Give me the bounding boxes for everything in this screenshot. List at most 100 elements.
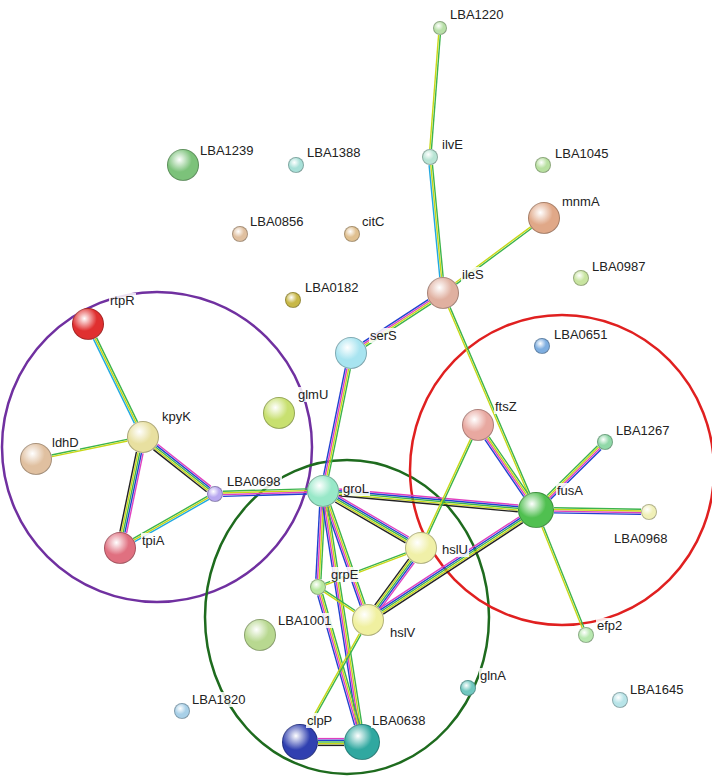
protein-node: LBA0638: [344, 724, 380, 760]
edge-strand: [327, 369, 349, 476]
protein-node: hslU: [405, 532, 437, 564]
node-label: LBA1267: [615, 423, 671, 438]
edge-strand: [380, 518, 520, 609]
node-label: kpyK: [161, 409, 192, 424]
interaction-edge: [375, 559, 415, 609]
node-label: tpiA: [141, 533, 165, 548]
protein-node: LBA0968: [641, 504, 657, 520]
node-label: efp2: [596, 618, 623, 633]
edge-strand: [364, 301, 429, 344]
cluster-circle: [2, 292, 312, 602]
edge-strand: [318, 743, 344, 744]
interaction-edge: [485, 437, 528, 497]
node-label: LBA0182: [304, 280, 360, 295]
edge-strand: [430, 35, 439, 149]
interaction-edge: [427, 439, 472, 534]
protein-node: LBA1045: [535, 157, 551, 173]
edge-strand: [455, 227, 530, 283]
interaction-edge: [335, 496, 409, 543]
protein-node: ldhD: [20, 443, 52, 475]
edge-strand: [427, 439, 471, 533]
node-label: rtpR: [109, 293, 136, 308]
node-label: LBA0698: [226, 474, 282, 489]
protein-node: LBA1220: [433, 21, 447, 35]
node-label: groL: [342, 481, 370, 496]
edge-strand: [431, 165, 442, 277]
node-label: LBA1045: [554, 146, 610, 161]
edge-strand: [543, 526, 583, 627]
edge-strand: [549, 448, 599, 498]
node-label: LBA1001: [277, 613, 333, 628]
protein-node: efp2: [578, 627, 594, 643]
edge-strand: [324, 368, 346, 475]
node-label: LBA0968: [613, 531, 669, 546]
interaction-edge: [223, 489, 307, 496]
edge-strand: [381, 520, 521, 611]
edge-strand: [450, 307, 530, 493]
protein-node: glnA: [460, 680, 476, 696]
node-label: hslU: [441, 542, 469, 557]
edge-strand: [366, 304, 431, 347]
node-label: LBA0987: [591, 259, 647, 274]
edge-strand: [542, 527, 582, 628]
edge-strand: [123, 453, 140, 533]
protein-node: LBA1267: [597, 434, 613, 450]
edge-strand: [153, 450, 206, 492]
protein-node: ileS: [427, 277, 459, 309]
edge-strand: [158, 444, 211, 486]
edge-strand: [318, 741, 344, 742]
interaction-edge: [380, 517, 523, 614]
protein-node: LBA0856: [232, 226, 248, 242]
interaction-edge: [153, 444, 210, 491]
node-label: hslV: [389, 625, 416, 640]
edge-strand: [431, 35, 440, 149]
edge-strand: [223, 494, 307, 496]
edge-strand: [97, 338, 138, 422]
node-label: LBA0651: [553, 327, 609, 342]
node-label: LBA1645: [629, 682, 685, 697]
node-label: ldhD: [51, 435, 80, 450]
protein-node: LBA1239: [167, 149, 199, 181]
protein-node: ilvE: [422, 149, 438, 165]
interaction-edge: [455, 227, 531, 284]
protein-node: grpE: [310, 579, 326, 595]
protein-node: citC: [344, 226, 360, 242]
protein-node: kpyK: [127, 421, 159, 453]
edge-strand: [93, 339, 134, 423]
edge-strand: [380, 517, 520, 608]
edge-strand: [157, 446, 210, 488]
edge-strand: [489, 437, 528, 494]
protein-node: glmU: [263, 397, 295, 429]
edge-strand: [316, 507, 320, 579]
edge-strand: [318, 738, 344, 739]
node-label: grpE: [330, 567, 359, 582]
edge-strand: [338, 498, 408, 539]
node-label: ilvE: [441, 137, 464, 152]
edge-strand: [337, 499, 407, 540]
node-label: citC: [361, 214, 385, 229]
interaction-edge: [316, 507, 325, 579]
protein-node: LBA0987: [573, 270, 589, 286]
protein-node: ftsZ: [462, 409, 494, 441]
interaction-edge: [430, 35, 441, 149]
node-label: fusA: [556, 483, 584, 498]
edge-strand: [324, 592, 354, 612]
edge-strand: [382, 521, 522, 612]
edge-strand: [325, 591, 355, 611]
protein-node: rtpR: [72, 308, 104, 340]
protein-node: LBA1820: [174, 703, 190, 719]
node-label: glmU: [297, 387, 329, 402]
cluster-circle: [410, 315, 712, 625]
edge-strand: [488, 438, 527, 495]
node-label: LBA1239: [199, 143, 255, 158]
node-label: serS: [369, 328, 398, 343]
edge-strand: [365, 302, 430, 345]
cluster-circle: [205, 460, 489, 774]
edge-strand: [339, 494, 518, 510]
edge-strand: [554, 513, 641, 515]
edge-strand: [154, 448, 207, 490]
edge-strand: [551, 449, 601, 499]
protein-node: mnmA: [528, 202, 560, 234]
